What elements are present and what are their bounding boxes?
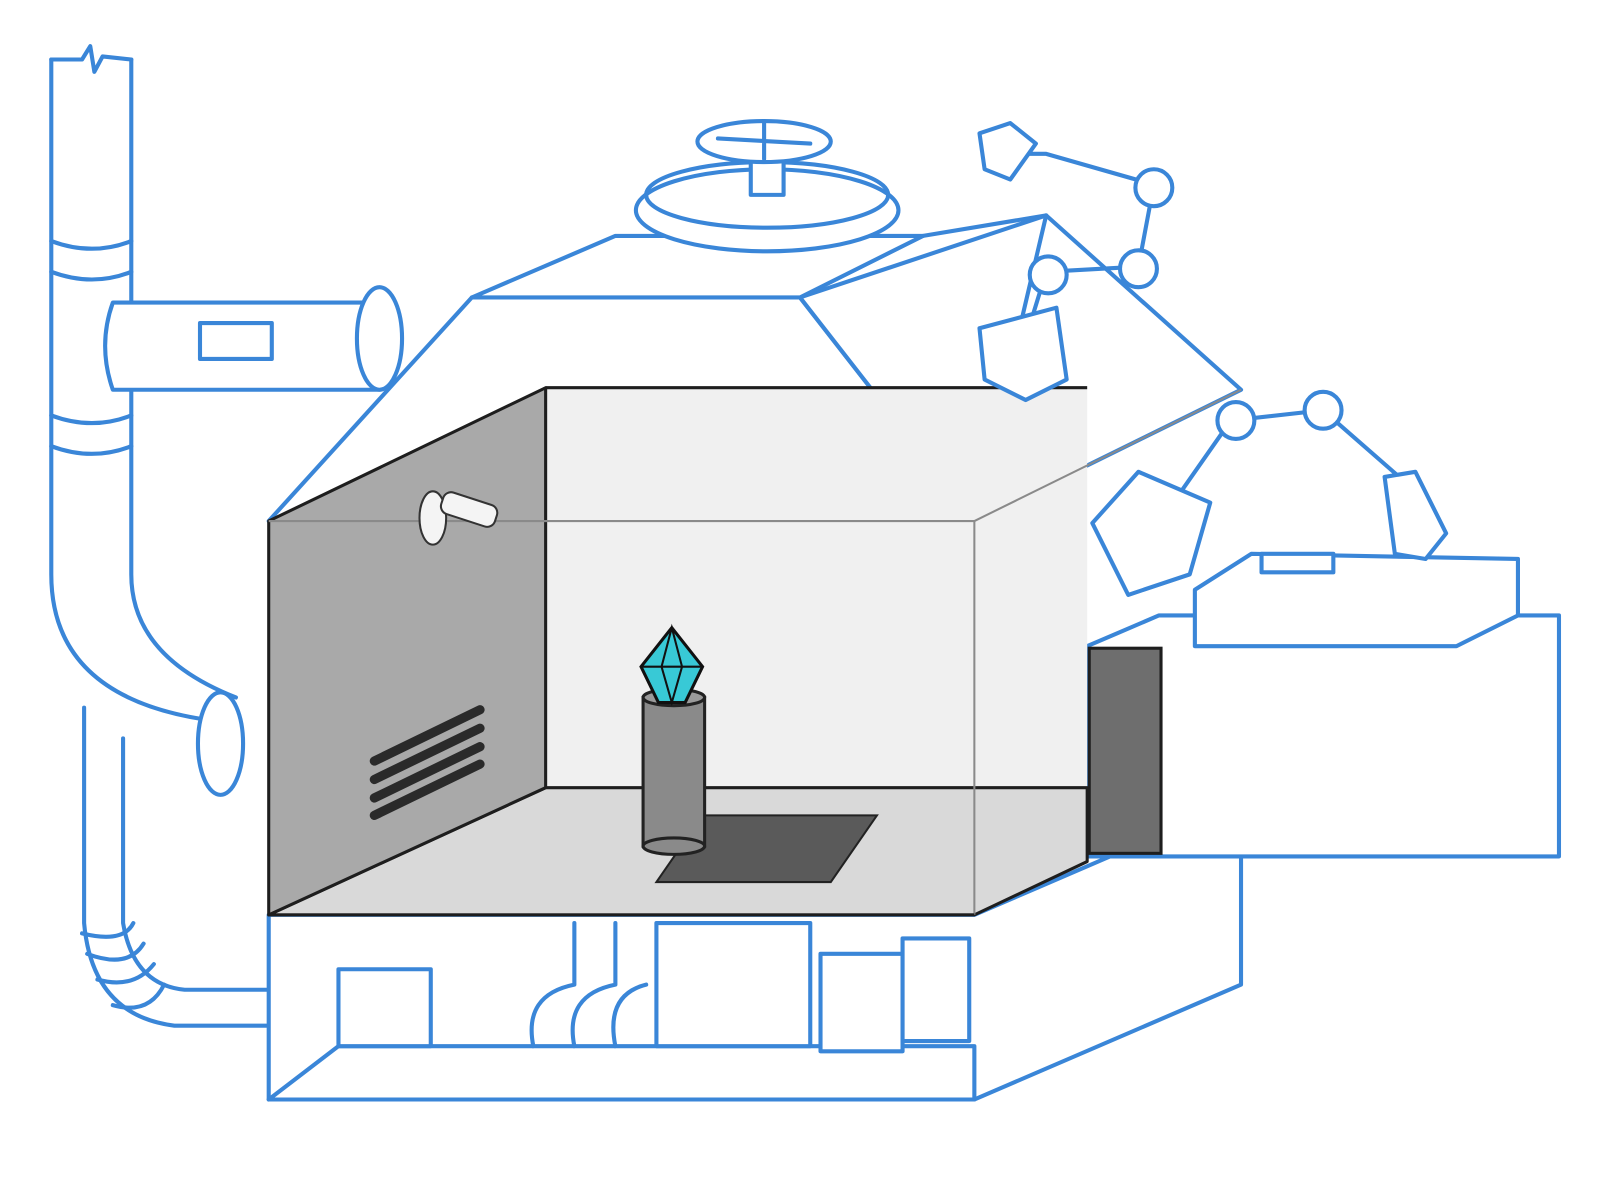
chamber-back-wall [545, 387, 1088, 790]
chamber [267, 386, 1242, 917]
right-platform [1085, 551, 1562, 859]
base-module [336, 967, 433, 1049]
keypad-unit [818, 951, 905, 1054]
vent-slats [369, 705, 485, 821]
base-cabinet [266, 797, 1244, 1102]
pipe-control-panel [197, 321, 274, 362]
glass-edges [268, 388, 1242, 915]
lower-pipe-flange [195, 690, 246, 797]
crystal-icon [639, 623, 705, 707]
horizontal-pipe [103, 285, 405, 797]
base-module [654, 921, 813, 1049]
gripper-icon [977, 121, 1038, 182]
side-opening [1087, 646, 1163, 855]
camera-icon [418, 490, 499, 546]
gripper-icon [1382, 469, 1449, 562]
robot-arm-lower [1090, 389, 1449, 597]
top-vent [633, 118, 901, 254]
left-pipe [49, 44, 269, 1028]
switch-block [1259, 551, 1336, 575]
pedestal [641, 687, 707, 856]
robot-arm-upper [977, 121, 1175, 403]
base-module [900, 936, 972, 1044]
